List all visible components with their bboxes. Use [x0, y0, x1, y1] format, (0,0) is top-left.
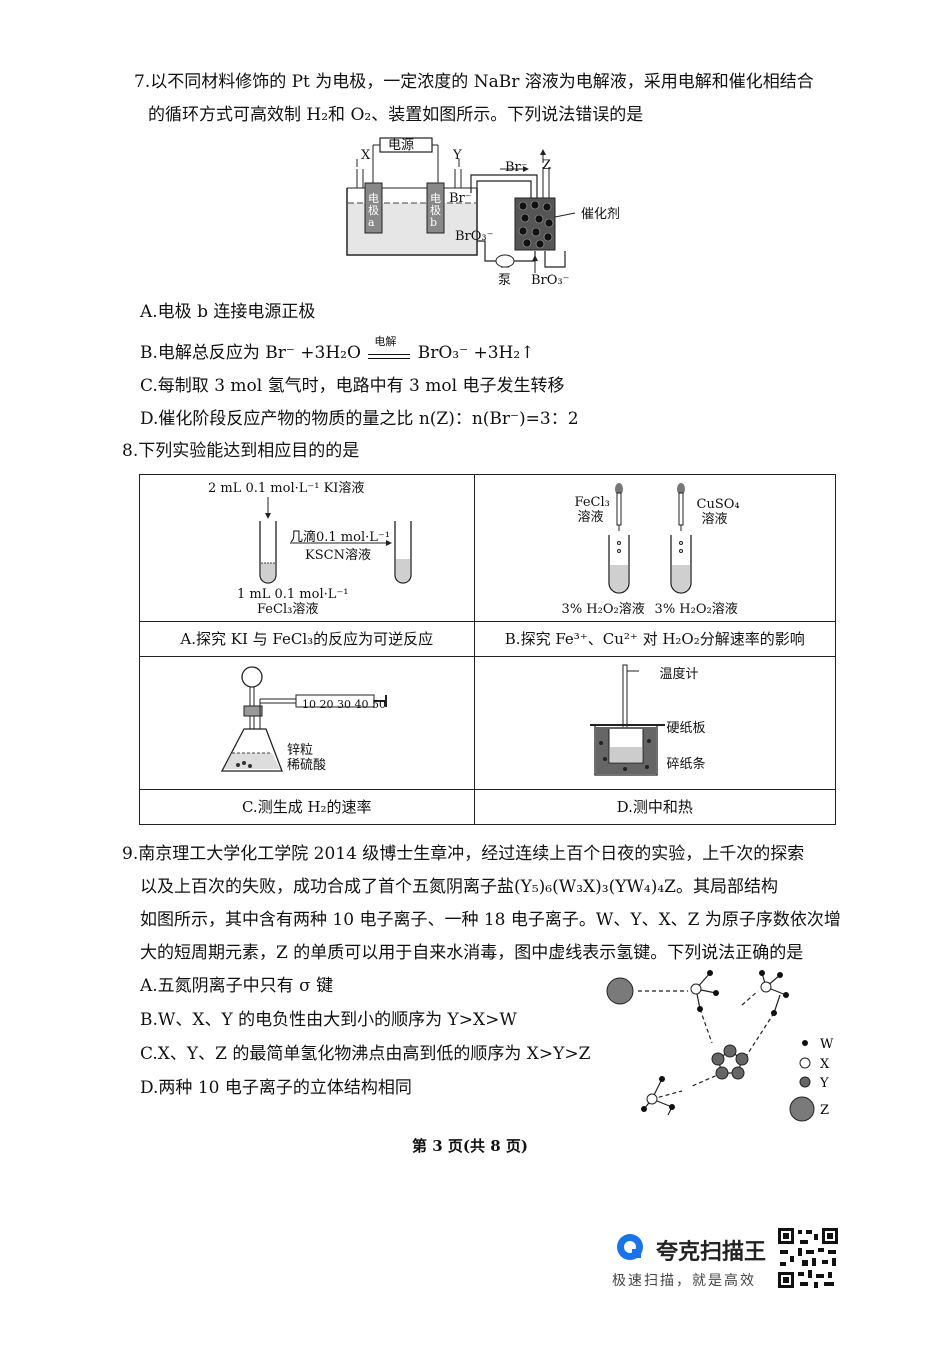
cell-a-bottom1: 1 mL 0.1 mol·L⁻¹ [237, 587, 349, 602]
cell-a-apparatus [259, 497, 412, 584]
cell-d-board: 硬纸板 [666, 721, 706, 736]
cell-c-apparatus [220, 666, 387, 772]
q7-figure: X 电源 Y Z Br⁻ 电极a 电极b Br⁻ BrO₃⁻ 催化剂 泵 BrO… [345, 133, 635, 293]
label-y: Y [453, 148, 462, 163]
cell-b-left-bottom: 3% H₂O₂溶液 [561, 602, 645, 617]
q7-option-c: C.每制取 3 mol 氢气时，电路中有 3 mol 电子发生转移 [140, 376, 565, 396]
cell-c-acid: 稀硫酸 [287, 758, 327, 773]
label-br-minus: Br⁻ [449, 191, 472, 206]
q9-option-d: D.两种 10 电子离子的立体结构相同 [140, 1078, 412, 1098]
watermark-name: 夸克扫描王 [656, 1240, 767, 1265]
q9-line4: 大的短周期元素，Z 的单质可以用于自来水消毒，图中虚线表示氢键。下列说法正确的是 [140, 943, 804, 963]
qr-code-icon [776, 1226, 840, 1290]
label-electrode-b: 电极b [430, 192, 441, 229]
q9-line3: 如图所示，其中含有两种 10 电子离子、一种 18 电子离子。W、Y、X、Z 为… [140, 910, 841, 930]
legend-w: W [820, 1037, 834, 1052]
label-bro3-tank: BrO₃⁻ [455, 229, 494, 244]
scanner-logo-icon [617, 1234, 643, 1260]
cell-b-figure: FeCl₃ 溶液 CuSO₄ 溶液 3% H₂O₂溶液 3% [473, 474, 837, 622]
cell-d-caption: D.测中和热 [473, 789, 837, 825]
q8-experiment-table: 2 mL 0.1 mol·L⁻¹ KI溶液 几滴0.1 mol·L⁻¹ KSCN… [139, 474, 837, 825]
q7-option-a: A.电极 b 连接电源正极 [140, 302, 316, 322]
cell-b-caption: B.探究 Fe³⁺、Cu²⁺ 对 H₂O₂分解速率的影响 [473, 621, 837, 657]
cell-a-arrow-top: 几滴0.1 mol·L⁻¹ [290, 530, 390, 545]
cell-c-figure: 10 20 30 40 50 锌粒 稀硫酸 [139, 656, 475, 790]
q9-option-b: B.W、X、Y 的电负性由大到小的顺序为 Y>X>W [140, 1010, 517, 1030]
label-electrode-a: 电极a [368, 192, 379, 229]
label-catalyst: 催化剂 [581, 207, 621, 222]
cell-c-caption: C.测生成 H₂的速率 [139, 789, 475, 825]
cell-d-figure: 温度计 硬纸板 碎纸条 [473, 656, 837, 790]
q7-option-b-left: B.电解总反应为 Br⁻ +3H₂O [140, 343, 361, 363]
label-z: Z [542, 158, 552, 173]
cell-b-left-reagent2: 溶液 [577, 510, 604, 525]
cell-d-thermometer: 温度计 [659, 667, 699, 682]
legend-x: X [820, 1057, 830, 1072]
cell-a-bottom2: FeCl₃溶液 [257, 602, 319, 617]
cell-b-right-bottom: 3% H₂O₂溶液 [654, 602, 738, 617]
cell-d-paper: 碎纸条 [666, 757, 706, 772]
page-number: 第 3 页(共 8 页) [412, 1137, 528, 1155]
q9-option-a: A.五氮阴离子中只有 σ 键 [140, 976, 334, 996]
label-br-top: Br⁻ [505, 160, 528, 175]
q7-option-b: B.电解总反应为 Br⁻ +3H₂O 电解 BrO₃⁻ +3H₂↑ [140, 335, 535, 370]
label-pump: 泵 [498, 273, 512, 288]
label-power: 电源 [388, 138, 415, 153]
label-bro3-bottom: BrO₃⁻ [531, 273, 570, 288]
cell-b-left-reagent1: FeCl₃ [574, 495, 610, 510]
cell-a-top-label: 2 mL 0.1 mol·L⁻¹ KI溶液 [208, 481, 365, 496]
q9-line1: 9.南京理工大学化工学院 2014 级博士生章冲，经过连续上百个日夜的实验，上千… [122, 844, 805, 864]
cell-c-syringe-scale: 10 20 30 40 50 [302, 698, 386, 711]
q9-line2: 以及上百次的失败，成功合成了首个五氮阴离子盐(Y₅)₆(W₃X)₃(YW₄)₄Z… [140, 877, 778, 897]
cell-c-zinc: 锌粒 [287, 743, 314, 758]
cell-b-right-reagent2: 溶液 [701, 512, 728, 527]
electrolysis-sign: 电解 [366, 335, 412, 364]
q7-option-b-right: BrO₃⁻ +3H₂↑ [417, 343, 535, 363]
q7-stem: 7.以不同材料修饰的 Pt 为电极，一定浓度的 NaBr 溶液为电解液，采用电解… [134, 66, 854, 132]
electrolysis-apparatus [346, 137, 576, 273]
cell-a-arrow-bottom: KSCN溶液 [305, 548, 371, 563]
legend-y: Y [819, 1076, 829, 1091]
cell-a-figure: 2 mL 0.1 mol·L⁻¹ KI溶液 几滴0.1 mol·L⁻¹ KSCN… [139, 474, 475, 622]
watermark-slogan: 极速扫描，就是高效 [612, 1273, 756, 1289]
q8-stem: 8.下列实验能达到相应目的的是 [122, 441, 360, 461]
q7-option-d: D.催化阶段反应产物的物质的量之比 n(Z)：n(Br⁻)=3：2 [140, 409, 579, 429]
q9-structure-figure: W X Y Z [606, 970, 834, 1122]
label-x: X [361, 148, 371, 163]
q9-option-c: C.X、Y、Z 的最简单氢化物沸点由高到低的顺序为 X>Y>Z [140, 1044, 591, 1064]
cell-a-caption: A.探究 KI 与 FeCl₃的反应为可逆反应 [139, 621, 475, 657]
q7-line1: 7.以不同材料修饰的 Pt 为电极，一定浓度的 NaBr 溶液为电解液，采用电解… [134, 72, 814, 92]
electrolysis-condition: 电解 [374, 334, 397, 348]
cell-d-apparatus [589, 664, 665, 776]
legend-z: Z [820, 1103, 829, 1118]
cell-b-apparatus [607, 483, 692, 594]
q7-line2: 的循环方式可高效制 H₂和 O₂、装置如图所示。下列说法错误的是 [148, 105, 644, 125]
q9-stem: 9.南京理工大学化工学院 2014 级博士生章冲，经过连续上百个日夜的实验，上千… [122, 838, 842, 970]
cell-b-right-reagent1: CuSO₄ [696, 497, 740, 512]
